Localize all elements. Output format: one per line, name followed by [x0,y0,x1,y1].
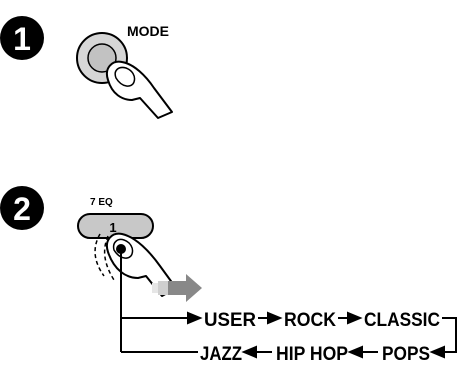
step-2: 2 7 EQ 1 [0,186,457,365]
eq-mode-classic: CLASSIC [364,310,440,331]
step-1: 1 MODE [0,16,173,119]
step-2-number: 2 [13,191,31,227]
mode-button-label: MODE [127,23,169,39]
eq-button-top-label: 7 EQ [90,197,113,208]
eq-cycle-top-row: USER ROCK CLASSIC [204,310,440,331]
eq-mode-hip-hop: HIP HOP [276,344,348,365]
eq-mode-jazz: JAZZ [200,344,242,365]
step-2-badge [0,186,44,230]
step-1-badge [0,16,44,60]
eq-mode-user: USER [204,310,256,331]
push-right-arrow-icon [152,274,202,302]
cycle-arrows [120,311,457,359]
step-1-number: 1 [13,21,31,57]
motion-trail [94,233,115,281]
eq-mode-pops: POPS [382,344,430,365]
press-finger-icon [106,60,173,119]
eq-mode-rock: ROCK [284,310,336,331]
eq-button-face-label: 1 [109,220,116,235]
eq-cycle-bottom-row: JAZZ HIP HOP POPS [200,344,430,365]
